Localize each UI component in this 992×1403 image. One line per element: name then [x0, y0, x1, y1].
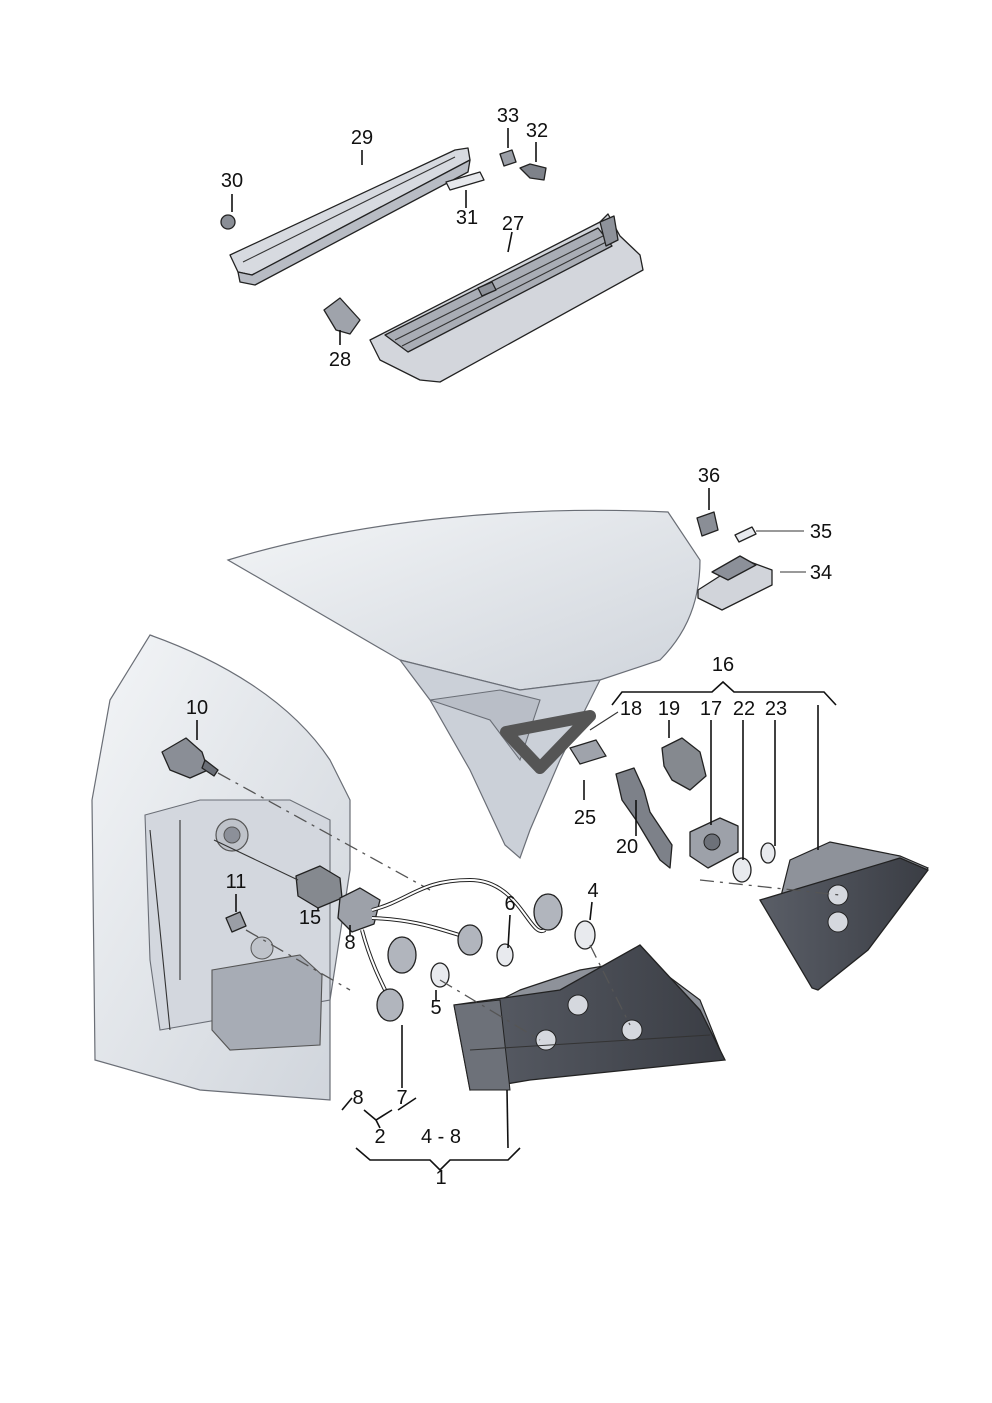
- grommet-33: [499, 149, 517, 167]
- bulb-holder-36: [696, 511, 719, 537]
- callout-1: 1: [435, 1167, 446, 1189]
- trunk-light-34: [697, 555, 773, 611]
- callout-29: 29: [351, 127, 373, 149]
- callout-16: 16: [712, 654, 734, 676]
- callout-2: 2: [374, 1126, 385, 1148]
- outer-tail-light-1: [453, 944, 727, 1091]
- callout-15: 15: [299, 907, 321, 929]
- callout-4-8: 4 - 8: [421, 1126, 461, 1148]
- screw-32: [519, 163, 547, 181]
- callout-25: 25: [574, 807, 596, 829]
- bracket-20: [615, 767, 673, 869]
- brake-light-lens-cover: [229, 147, 471, 286]
- bulb-holder-17: [689, 817, 739, 869]
- clip-11: [225, 911, 247, 933]
- callout-10: 10: [186, 697, 208, 719]
- festoon-bulb-35: [734, 526, 757, 543]
- bulb-4: [574, 920, 596, 950]
- warning-triangle-18: [500, 710, 607, 774]
- callout-33: 33: [497, 105, 519, 127]
- trunk-lid-body: [226, 509, 701, 860]
- socket-6b: [457, 924, 483, 956]
- callout-7: 7: [396, 1087, 407, 1109]
- clip-28: [323, 297, 361, 335]
- callout-17: 17: [700, 698, 722, 720]
- callout-30: 30: [221, 170, 243, 192]
- wiring-harness-8: [337, 877, 547, 1001]
- brake-light-housing: [369, 213, 644, 383]
- callout-35: 35: [810, 521, 832, 543]
- nut-30: [220, 214, 236, 230]
- callout-18: 18: [620, 698, 642, 720]
- callout-23: 23: [765, 698, 787, 720]
- bulb-carrier-19: [661, 737, 707, 791]
- rear-quarter-panel: [91, 634, 351, 1101]
- callout-11: 11: [226, 871, 247, 893]
- callout-34: 34: [810, 562, 832, 584]
- callout-5: 5: [430, 997, 441, 1019]
- bulb-23: [760, 842, 776, 864]
- socket-7b: [376, 988, 404, 1022]
- callout-6: 6: [504, 893, 515, 915]
- bulb-5: [430, 962, 450, 988]
- socket-6a: [533, 893, 563, 931]
- callout-4: 4: [587, 880, 598, 902]
- callout-31: 31: [456, 207, 478, 229]
- bulb-22: [732, 857, 752, 883]
- socket-7a: [387, 936, 417, 974]
- sensor-10: [161, 737, 219, 779]
- callout-8: 8: [344, 932, 355, 954]
- callout-32: 32: [526, 120, 548, 142]
- callout-27: 27: [502, 213, 524, 235]
- callout-22: 22: [733, 698, 755, 720]
- callout-28: 28: [329, 349, 351, 371]
- seal-31: [445, 171, 485, 191]
- callout-20: 20: [616, 836, 638, 858]
- inner-tail-light-16: [759, 841, 930, 991]
- callout-8-bracket: 8: [352, 1087, 363, 1109]
- callout-19: 19: [658, 698, 680, 720]
- callout-36: 36: [698, 465, 720, 487]
- bulb-6: [496, 943, 514, 967]
